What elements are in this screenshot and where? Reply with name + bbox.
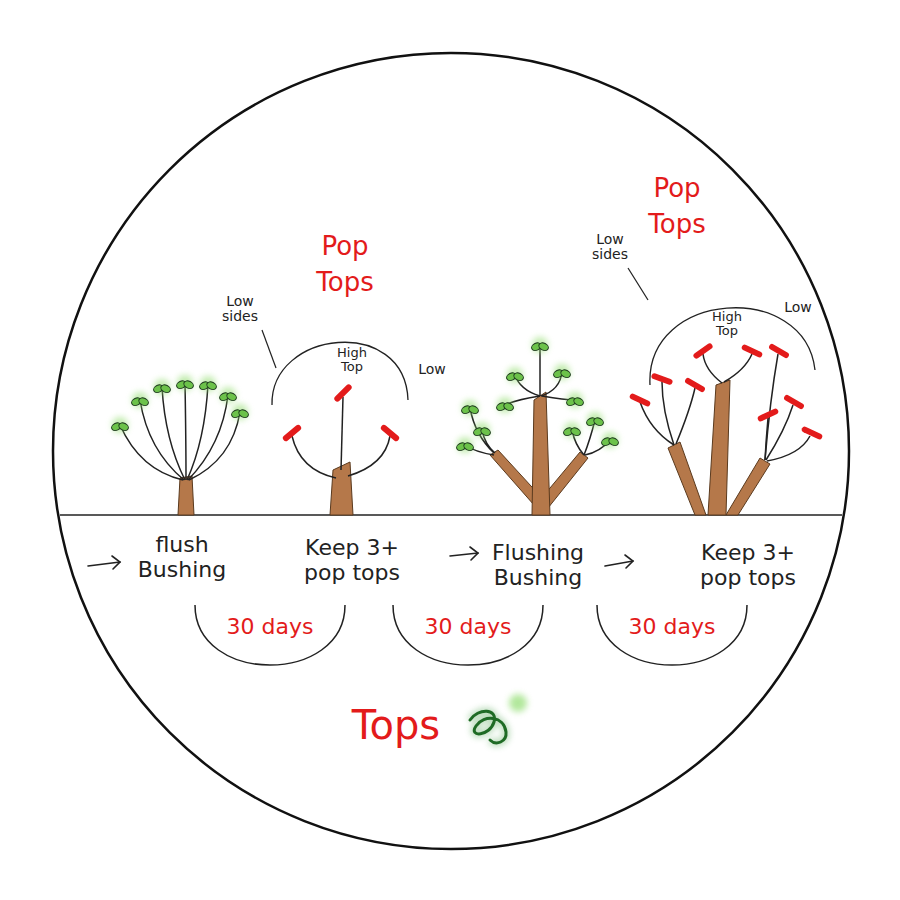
stage-label: Keep 3+ pop tops: [300, 535, 404, 586]
plant-flush-part-part: [187, 384, 208, 480]
plant-pop-tops-2-part: [628, 268, 648, 300]
plant-pop-tops-part: [272, 342, 408, 405]
low-sides-note: Low sides: [588, 232, 632, 263]
plant-flush-part: [120, 383, 240, 480]
plant-flush: [110, 375, 249, 515]
plant-flush-part: [178, 476, 194, 515]
plant-pop-tops-2-part-part: [805, 430, 820, 437]
plant-flushing-part: [552, 364, 571, 380]
flow-arrows-part: [88, 562, 120, 566]
plant-flushing-part: [565, 392, 584, 408]
pop-tops-label: Pop Tops: [641, 170, 713, 243]
plant-flush-part: [198, 376, 217, 392]
plant-pop-tops-2-part-part: [696, 346, 709, 355]
plant-pop-tops-part: [262, 330, 276, 368]
plant-flushing-part: [472, 422, 491, 438]
plant-pop-tops-part-part: [384, 428, 396, 438]
low-note: Low: [418, 362, 446, 377]
plant-flushing-part: [532, 392, 550, 515]
plant-flush-part: [230, 404, 249, 420]
plant-pop-tops-2-part-part: [745, 348, 760, 355]
plant-flushing-part: [465, 345, 610, 455]
plant-pop-tops-2-part: [726, 458, 770, 515]
plant-pop-tops: [262, 330, 408, 515]
plant-pop-tops-2-part: [640, 354, 810, 461]
flow-arrows-part: [112, 556, 120, 569]
plant-flushing-part: [460, 400, 479, 416]
plant-flush-part-part: [140, 400, 184, 480]
low-sides-note: Low sides: [218, 294, 262, 325]
plant-pop-tops-2-part: [650, 308, 815, 385]
plant-pop-tops-part: [292, 397, 390, 478]
plant-flush-part: [152, 379, 171, 395]
plant-pop-tops-2: [628, 268, 819, 515]
plant-pop-tops-part-part: [286, 428, 298, 438]
plant-pop-tops-2-part-part: [633, 397, 648, 404]
plant-flushing-part: [562, 422, 581, 438]
plant-flushing: [455, 337, 619, 515]
plant-pop-tops-part-part: [341, 397, 343, 470]
caption: Tops: [352, 702, 440, 748]
plant-pop-tops-2-part-part: [765, 418, 768, 460]
plant-pop-tops-2-part-part: [761, 412, 776, 419]
flow-arrows-part: [470, 547, 478, 560]
plant-flush-part-part: [188, 395, 228, 480]
plant-pop-tops-2-part-part: [767, 436, 810, 461]
stage-label: Flushing Bushing: [486, 540, 590, 591]
duration-brackets-part: [393, 605, 543, 665]
plant-flush-part: [110, 417, 129, 433]
plant-pop-tops-part: [286, 387, 396, 438]
duration-brackets: [195, 605, 747, 665]
plant-pop-tops-2-part: [633, 346, 820, 436]
plant-flush-part: [175, 375, 194, 391]
plant-pop-tops-2-part: [668, 442, 706, 515]
squiggle-icon-part: [470, 711, 506, 743]
high-top-note: High Top: [331, 346, 373, 375]
squiggle-icon-part: [509, 694, 527, 712]
stage-label: Keep 3+ pop tops: [696, 540, 800, 591]
plant-pop-tops-2-part-part: [676, 388, 695, 444]
frame-part: [53, 53, 849, 849]
plant-flushing-part: [530, 337, 549, 353]
high-top-note: High Top: [706, 310, 748, 339]
flow-arrows-part: [625, 555, 633, 568]
plant-flush-part-part: [162, 387, 185, 480]
plant-pop-tops-part-part: [348, 436, 390, 476]
plant-pop-tops-2-part-part: [662, 382, 674, 445]
plant-flush-part-part: [185, 383, 186, 480]
low-note: Low: [784, 300, 812, 315]
plant-flushing-part: [505, 367, 524, 383]
plant-pop-tops-part-part: [337, 387, 348, 398]
plant-pop-tops-2-part-part: [724, 354, 752, 382]
plant-flush-part-part: [189, 412, 240, 480]
plant-flushing-part: [455, 437, 474, 453]
plant-pop-tops-2-part-part: [703, 354, 722, 383]
plant-pop-tops-2-part-part: [787, 398, 801, 406]
squiggle-icon: [470, 694, 527, 743]
plant-flushing-part: [585, 412, 604, 428]
plant-flushing-part: [600, 432, 619, 448]
plant-pop-tops-2-part-part: [654, 376, 669, 381]
frame: [53, 53, 849, 849]
squiggle-icon-part: [470, 711, 506, 743]
duration-label: 30 days: [629, 614, 716, 639]
duration-brackets-part: [195, 605, 345, 665]
plant-flush-part: [218, 387, 237, 403]
flow-arrows-part: [450, 553, 478, 556]
stage-label: flush Bushing: [130, 532, 234, 583]
plant-pop-tops-part-part: [292, 436, 336, 478]
pop-tops-label: Pop Tops: [309, 228, 381, 301]
plant-pop-tops-2-part: [708, 380, 730, 515]
plant-pop-tops-2-part-part: [688, 381, 702, 389]
duration-label: 30 days: [227, 614, 314, 639]
duration-label: 30 days: [425, 614, 512, 639]
plant-pop-tops-2-part-part: [772, 347, 786, 355]
plant-flushing-part: [495, 397, 514, 413]
duration-brackets-part: [597, 605, 747, 665]
plant-flush-part: [130, 392, 149, 408]
plant-pop-tops-2-part-part: [640, 402, 674, 445]
